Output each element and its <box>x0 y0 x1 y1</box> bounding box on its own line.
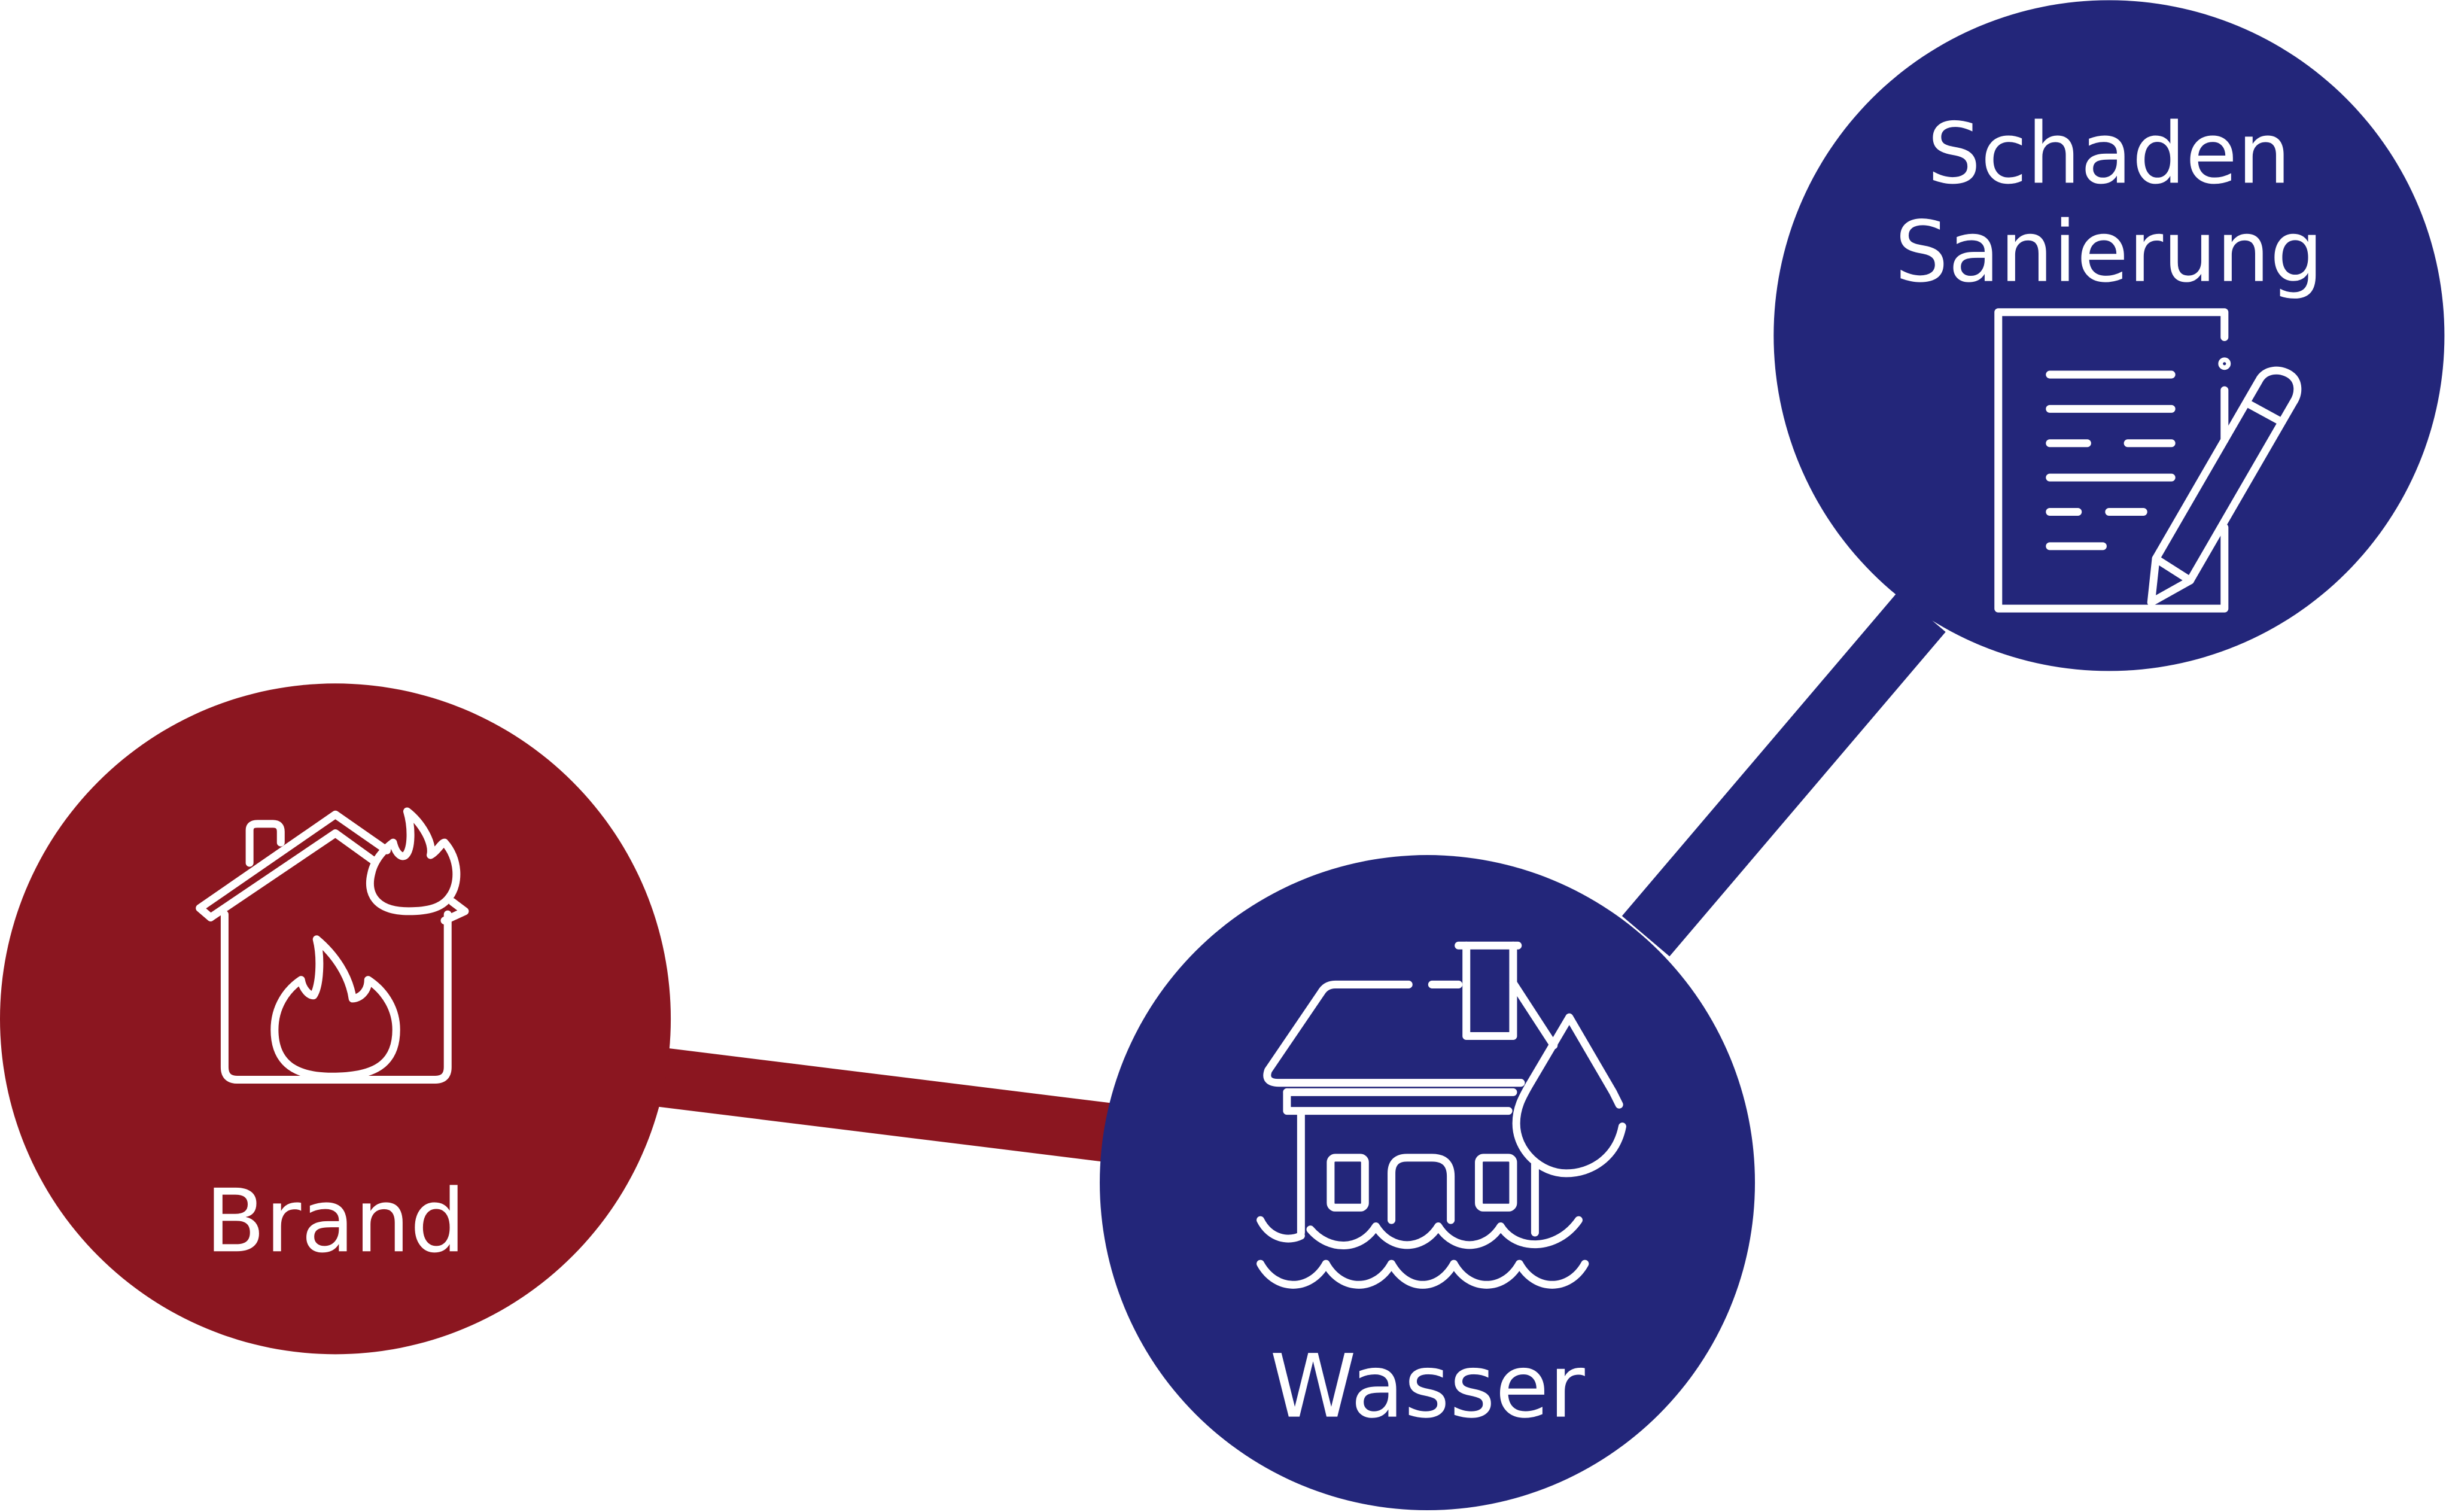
sanierung-label-line2: Sanierung <box>1895 203 2323 302</box>
node-sanierung: Schaden Sanierung <box>1773 0 2445 671</box>
connector-brand-wasser <box>589 1039 1189 1172</box>
node-wasser: Wasser <box>1100 855 1756 1511</box>
node-brand: Brand <box>0 683 671 1355</box>
connector-wasser-sanierung <box>1621 591 1946 957</box>
burning-house-icon <box>196 807 469 1084</box>
wasser-label: Wasser <box>1270 1336 1585 1438</box>
document-pencil-icon <box>1994 308 2302 613</box>
sanierung-label-line1: Schaden <box>1927 105 2290 203</box>
flooded-house-icon <box>1257 941 1626 1289</box>
brand-label: Brand <box>205 1170 466 1272</box>
